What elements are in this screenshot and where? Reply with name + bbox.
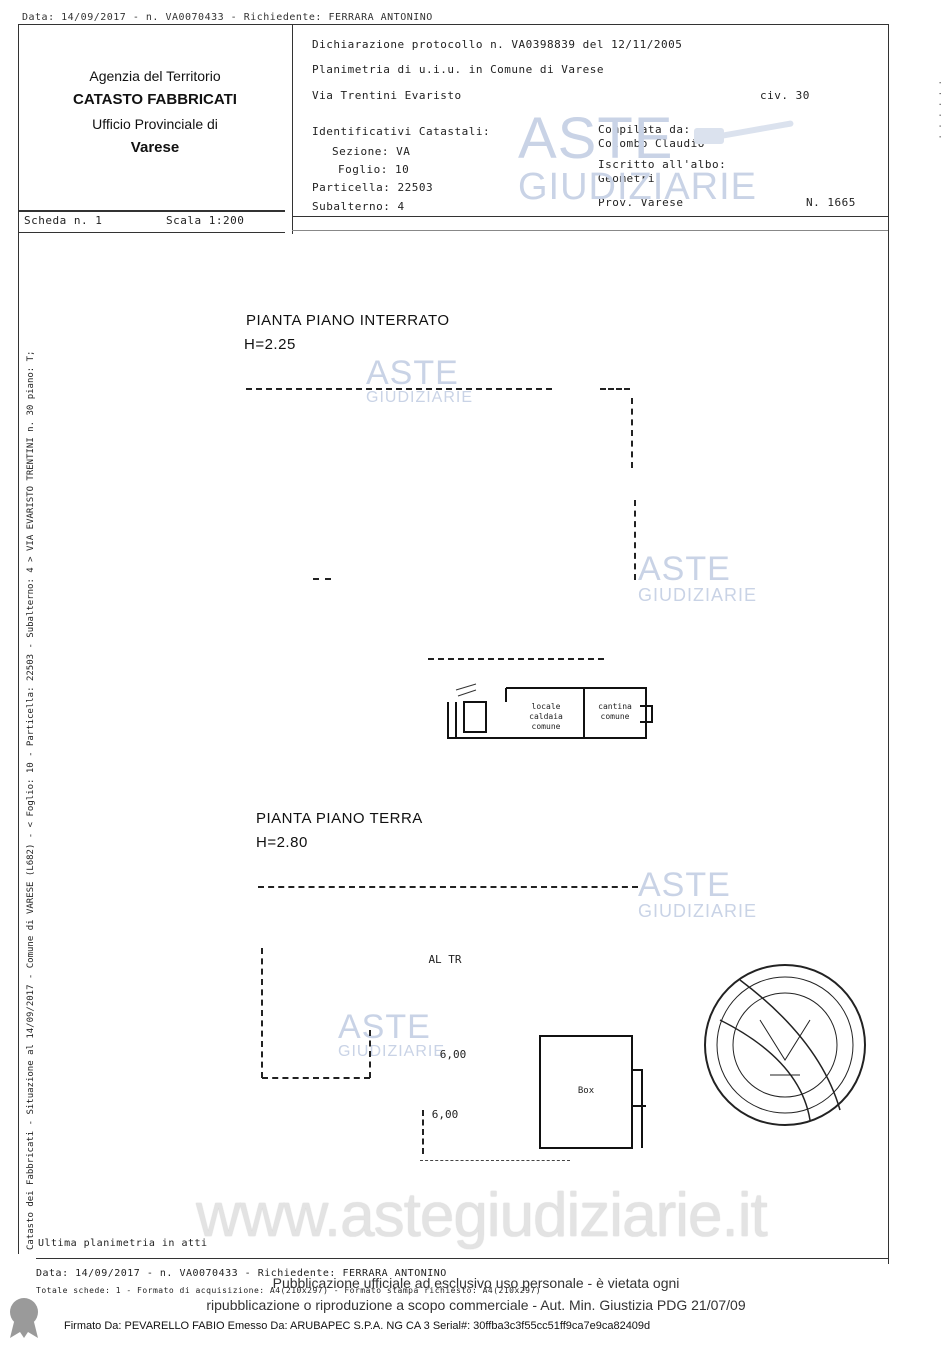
header-right-line — [292, 230, 888, 231]
watermark-giudiziarie-text: GIUDIZIARIE — [338, 1043, 446, 1060]
sezione-value: Sezione: VA — [332, 145, 411, 158]
watermark-interrato: ASTE GIUDIZIARIE — [366, 356, 473, 406]
last-planimetry: Ultima planimetria in atti — [38, 1238, 208, 1249]
measure-a-label: 6,00 — [439, 1048, 467, 1061]
terra-top-dash — [258, 886, 638, 888]
terra-mid-dash — [369, 1030, 371, 1078]
planimetry-line: Planimetria di u.i.u. in Comune di Vares… — [312, 63, 605, 76]
interrato-title: PIANTA PIANO INTERRATO — [246, 312, 450, 329]
watermark-giudiziarie-text: GIUDIZIARIE — [638, 901, 758, 921]
watermark-giudiziarie-text: GIUDIZIARIE — [638, 585, 758, 605]
frame-left-line — [18, 24, 19, 1254]
measure-b-label: 6,00 — [431, 1108, 459, 1121]
civic-number: civ. 30 — [760, 89, 810, 102]
subalterno-value: Subalterno: 4 — [312, 200, 405, 213]
terra-title: PIANTA PIANO TERRA — [256, 810, 423, 827]
scheda-box — [18, 210, 285, 233]
iscritto-value: Geometri — [598, 172, 655, 185]
document-number: N. 1665 — [806, 196, 856, 209]
watermark-aste-text: ASTE — [338, 1008, 431, 1046]
watermark-aste-text: ASTE — [518, 106, 674, 171]
protocol-line: Dichiarazione protocollo n. VA0398839 de… — [312, 38, 683, 51]
interrato-right-top-dash — [600, 388, 630, 390]
bottom-data: Data: 14/09/2017 - n. VA0070433 - Richie… — [36, 1268, 447, 1279]
top-strip: Data: 14/09/2017 - n. VA0070433 - Richie… — [22, 12, 433, 23]
scheda-label: Scheda n. 1 — [24, 214, 103, 227]
foglio-value: Foglio: 10 — [338, 163, 410, 176]
signature-badge-icon — [4, 1296, 44, 1344]
interrato-rooms-plan: locale caldaia comune cantina comune — [446, 682, 666, 752]
office-line: Ufficio Provinciale di — [92, 116, 218, 132]
publication-line-1: Pubblicazione ufficiale ad esclusivo uso… — [272, 1275, 680, 1291]
official-stamp — [700, 960, 870, 1134]
terra-height: H=2.80 — [256, 834, 308, 851]
office-city: Varese — [130, 139, 180, 156]
watermark-aste-text: ASTE — [638, 550, 731, 588]
interrato-right-dash — [631, 398, 633, 468]
watermark-giudiziarie-text: GIUDIZIARIE — [518, 166, 758, 208]
interrato-top-dash — [246, 388, 552, 390]
agency-name: Agenzia del Territorio — [89, 68, 221, 84]
watermark-header: ASTE GIUDIZIARIE — [518, 106, 758, 208]
watermark-terra: ASTE GIUDIZIARIE — [338, 1010, 445, 1060]
header-bottom-line — [292, 216, 888, 217]
locale-caldaia-label: locale caldaia comune — [529, 702, 563, 731]
publication-line-2: ripubblicazione o riproduzione a scopo c… — [206, 1297, 746, 1313]
terra-left-dash — [261, 948, 263, 1078]
box-plan: Box — [536, 1030, 656, 1160]
address-line: Via Trentini Evaristo — [312, 89, 462, 102]
frame-top-line — [18, 24, 888, 25]
side-cadastre-text: Catasto dei Fabbricati - Situazione al 1… — [26, 350, 36, 1250]
identifiers-title: Identificativi Catastali: — [312, 125, 491, 138]
terra-bottom-left-dash — [262, 1077, 370, 1079]
terra-lower-dash — [422, 1110, 424, 1154]
cantina-label: cantina comune — [598, 702, 632, 721]
watermark-aste-text: ASTE — [638, 866, 731, 904]
box-label: Box — [577, 1086, 595, 1096]
compilata-name: Colombo Claudio — [598, 137, 705, 150]
particella-value: Particella: 22503 — [312, 181, 434, 194]
alt-label: AL TR — [428, 953, 462, 966]
interrato-right-lower-dash — [634, 500, 636, 580]
footer-line — [36, 1258, 888, 1259]
interrato-mid-dash — [313, 578, 331, 580]
gavel-icon — [690, 118, 800, 162]
interrato-bottom-dash — [428, 658, 604, 660]
province-value: Prov. Varese — [598, 196, 684, 209]
watermark-right-2: ASTE GIUDIZIARIE — [638, 868, 757, 920]
digital-signature: Firmato Da: PEVARELLO FABIO Emesso Da: A… — [64, 1320, 651, 1332]
terra-bottom-scribble — [420, 1160, 570, 1181]
compilata-label: Compilata da: — [598, 123, 691, 136]
scala-label: Scala 1:200 — [166, 214, 245, 227]
watermark-aste-text: ASTE — [366, 354, 459, 392]
frame-right-line — [888, 24, 889, 1264]
header-divider-line — [292, 24, 293, 234]
catasto-title: CATASTO FABBRICATI — [73, 91, 237, 108]
iscritto-label: Iscritto all'albo: — [598, 158, 727, 171]
watermark-site: www.astegiudiziarie.it — [196, 1181, 768, 1250]
bottom-total: Totale schede: 1 - Formato di acquisizio… — [36, 1286, 542, 1295]
interrato-height: H=2.25 — [244, 336, 296, 353]
agency-block: Agenzia del Territorio CATASTO FABBRICAT… — [40, 64, 270, 160]
watermark-right-1: ASTE GIUDIZIARIE — [638, 552, 757, 604]
watermark-giudiziarie-text: GIUDIZIARIE — [366, 389, 474, 406]
right-edge-text: · · · · · · — [934, 80, 944, 140]
